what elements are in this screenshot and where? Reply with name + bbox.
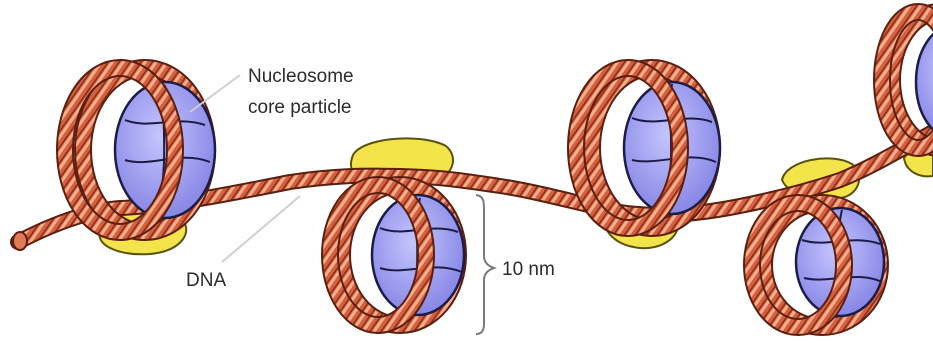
dna-label: DNA bbox=[186, 270, 226, 291]
dna-end bbox=[13, 232, 27, 250]
nucleosome-label-line1: Nucleosome bbox=[248, 66, 354, 87]
nucleosome-1 bbox=[65, 68, 215, 232]
dna-leader-line bbox=[222, 196, 300, 262]
nucleosome-4 bbox=[752, 203, 884, 327]
nucleosome-2 bbox=[330, 185, 464, 325]
nucleosome-label-line2: core particle bbox=[248, 97, 352, 118]
width-label: 10 nm bbox=[502, 259, 555, 280]
nucleosome-3 bbox=[576, 68, 720, 228]
width-brace bbox=[476, 195, 494, 334]
